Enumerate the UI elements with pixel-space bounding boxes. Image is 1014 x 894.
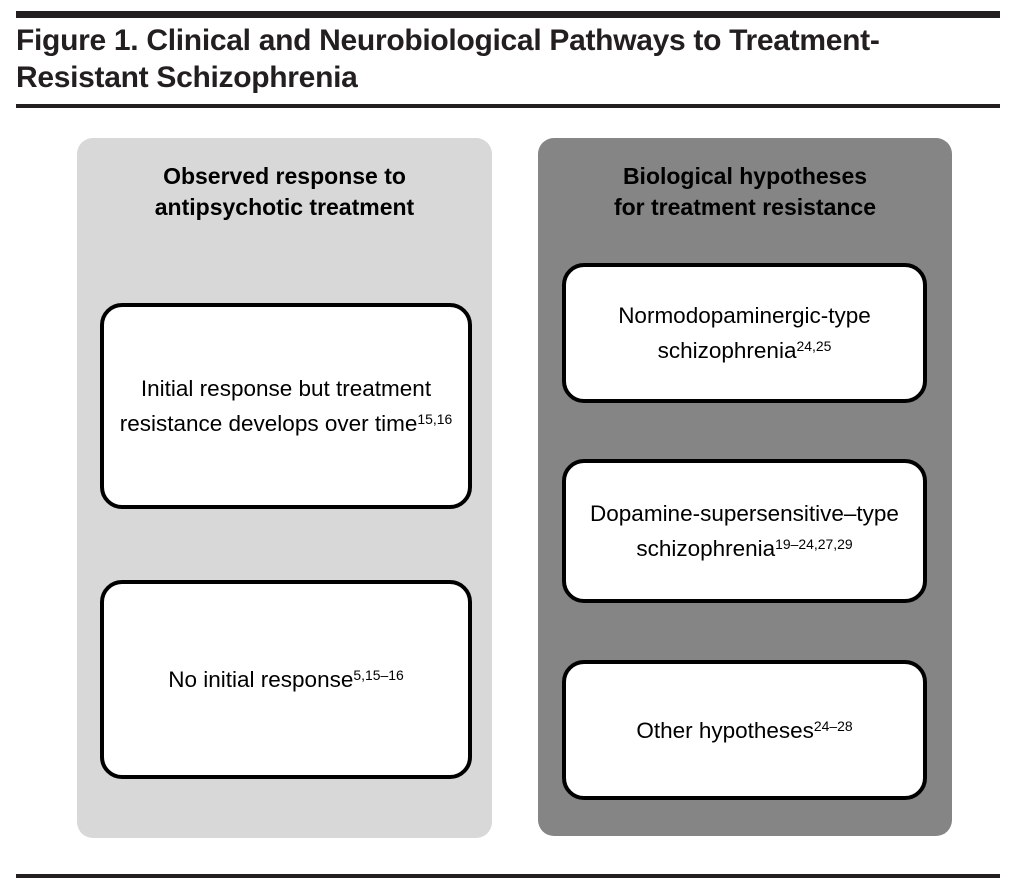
card-text: Normodopaminergic-type schizophrenia24,2…	[566, 298, 923, 368]
top-rule	[16, 11, 1000, 18]
card-text: No initial response5,15–16	[154, 662, 418, 697]
card-text: Initial response but treatment resistanc…	[104, 371, 468, 441]
card-label: Initial response but treatment resistanc…	[119, 376, 432, 436]
card-label: Dopamine-supersensitive–type schizophren…	[590, 501, 899, 561]
bottom-rule	[16, 874, 1000, 878]
panel-right-heading: Biological hypotheses for treatment resi…	[538, 161, 952, 223]
card-label: No initial response	[168, 667, 354, 692]
card-other-hypotheses: Other hypotheses24–28	[562, 660, 927, 800]
card-citation: 15,16	[417, 410, 453, 427]
card-citation: 19–24,27,29	[775, 535, 853, 552]
panel-left-heading-line1: Observed response to	[163, 163, 406, 189]
panel-right-heading-line1: Biological hypotheses	[622, 163, 868, 189]
card-text: Dopamine-supersensitive–type schizophren…	[566, 496, 923, 566]
card-dopamine-supersensitive-type: Dopamine-supersensitive–type schizophren…	[562, 459, 927, 603]
card-citation: 24–28	[813, 717, 853, 734]
figure-title: Figure 1. Clinical and Neurobiological P…	[16, 24, 880, 94]
title-divider-rule	[16, 104, 1000, 108]
card-citation: 24,25	[796, 337, 832, 354]
card-citation: 5,15–16	[353, 666, 404, 683]
card-label: Other hypotheses	[636, 717, 814, 743]
panel-left-heading: Observed response to antipsychotic treat…	[77, 161, 492, 223]
card-no-initial-response: No initial response5,15–16	[100, 580, 472, 779]
card-text: Other hypotheses24–28	[622, 713, 866, 748]
card-normodopaminergic-type: Normodopaminergic-type schizophrenia24,2…	[562, 263, 927, 403]
card-initial-response-then-resistance: Initial response but treatment resistanc…	[100, 303, 472, 509]
panel-right-heading-line2: for treatment resistance	[613, 194, 877, 220]
card-label: Normodopaminergic-type schizophrenia	[618, 303, 871, 363]
panel-left-heading-line2: antipsychotic treatment	[154, 194, 415, 220]
